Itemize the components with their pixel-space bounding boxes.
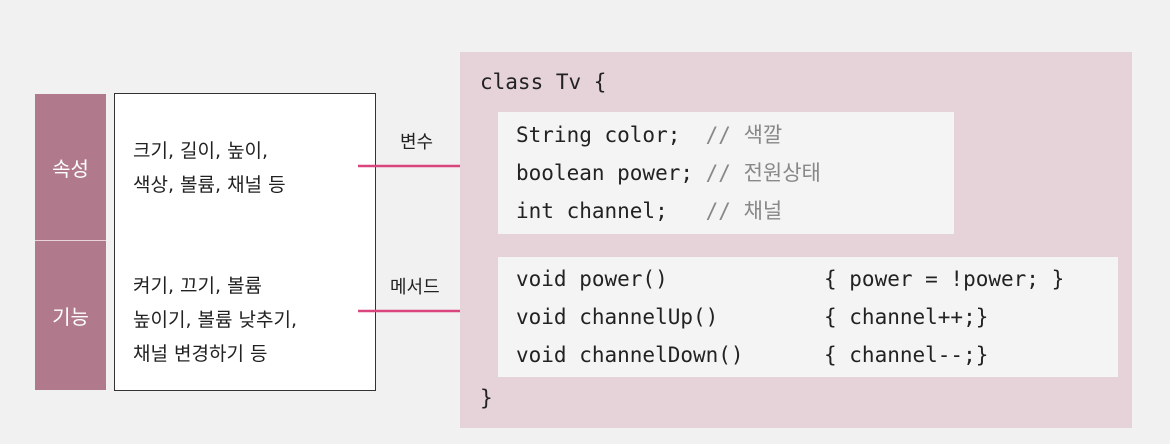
functions-description-box: 켜기, 끄기, 볼륨 높이기, 볼륨 낮추기, 채널 변경하기 등: [114, 241, 376, 391]
attributes-description: 크기, 길이, 높이, 색상, 볼륨, 채널 등: [133, 140, 286, 196]
class-declaration: class Tv {: [480, 70, 607, 94]
field-line: boolean power; // 전원상태: [516, 161, 821, 185]
field-line: int channel; // 채널: [516, 199, 783, 223]
method-line: void channelUp(){ channel++;}: [516, 305, 989, 329]
class-closing-brace: }: [480, 386, 493, 410]
functions-label: 기능: [35, 241, 106, 390]
functions-description: 켜기, 끄기, 볼륨 높이기, 볼륨 낮추기, 채널 변경하기 등: [133, 275, 297, 365]
tv-class-box: class Tv { String color; // 색깔 boolean p…: [460, 52, 1132, 428]
methods-arrow-label: 메서드: [390, 277, 440, 298]
method-line: void power(){ power = !power; }: [516, 267, 1065, 291]
field-line: String color; // 색깔: [516, 123, 783, 147]
attributes-label: 속성: [35, 94, 106, 241]
fields-block: String color; // 색깔 boolean power; // 전원…: [498, 112, 954, 234]
methods-block: void power(){ power = !power; } void cha…: [498, 257, 1118, 377]
attributes-description-box: 크기, 길이, 높이, 색상, 볼륨, 채널 등: [114, 93, 376, 242]
variables-arrow-label: 변수: [400, 132, 434, 153]
method-line: void channelDown(){ channel--;}: [516, 343, 989, 367]
